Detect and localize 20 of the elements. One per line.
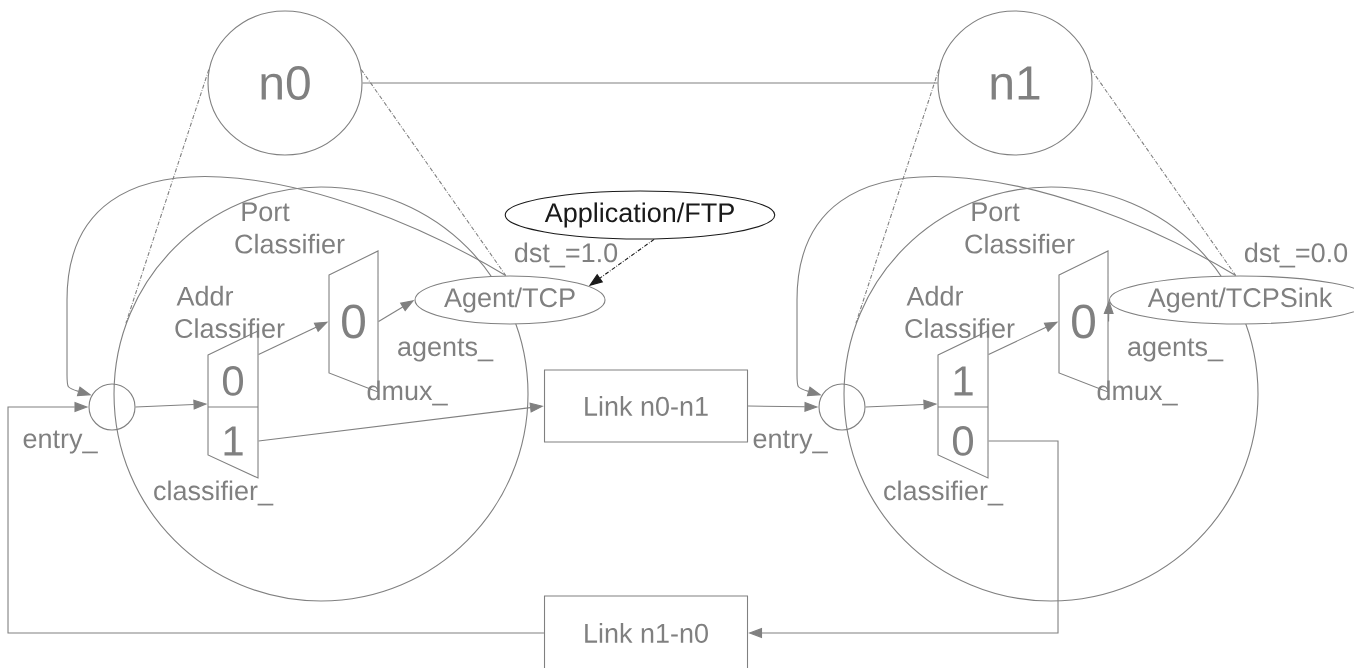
heading-label: Addr Classifier xyxy=(175,285,285,339)
link-box: Link n1-n0 xyxy=(543,595,749,668)
node-label: classifier_ xyxy=(884,480,1004,506)
node-label: classifier_ xyxy=(154,480,274,506)
classifier-slot: 1 xyxy=(954,366,973,396)
arrow xyxy=(7,401,545,634)
node-label: entry_ xyxy=(23,430,98,454)
classifier-slot: 0 xyxy=(222,366,244,396)
link-box: Link n0-n1 xyxy=(543,369,749,443)
node-label: agents_ xyxy=(1128,338,1224,362)
node-label: entry_ xyxy=(753,430,828,454)
arrow xyxy=(66,176,507,397)
node-label: dst_=0.0 xyxy=(1244,242,1348,268)
node-label: Agent/TCPSink xyxy=(1147,287,1333,313)
arrow xyxy=(796,176,1237,397)
node-label: agents_ xyxy=(398,338,494,362)
node-label: dst_=1.0 xyxy=(514,242,618,268)
heading-label: Addr Classifier xyxy=(905,285,1015,339)
classifier-slot: 1 xyxy=(224,426,243,456)
classifier-slot: 0 xyxy=(952,426,974,456)
